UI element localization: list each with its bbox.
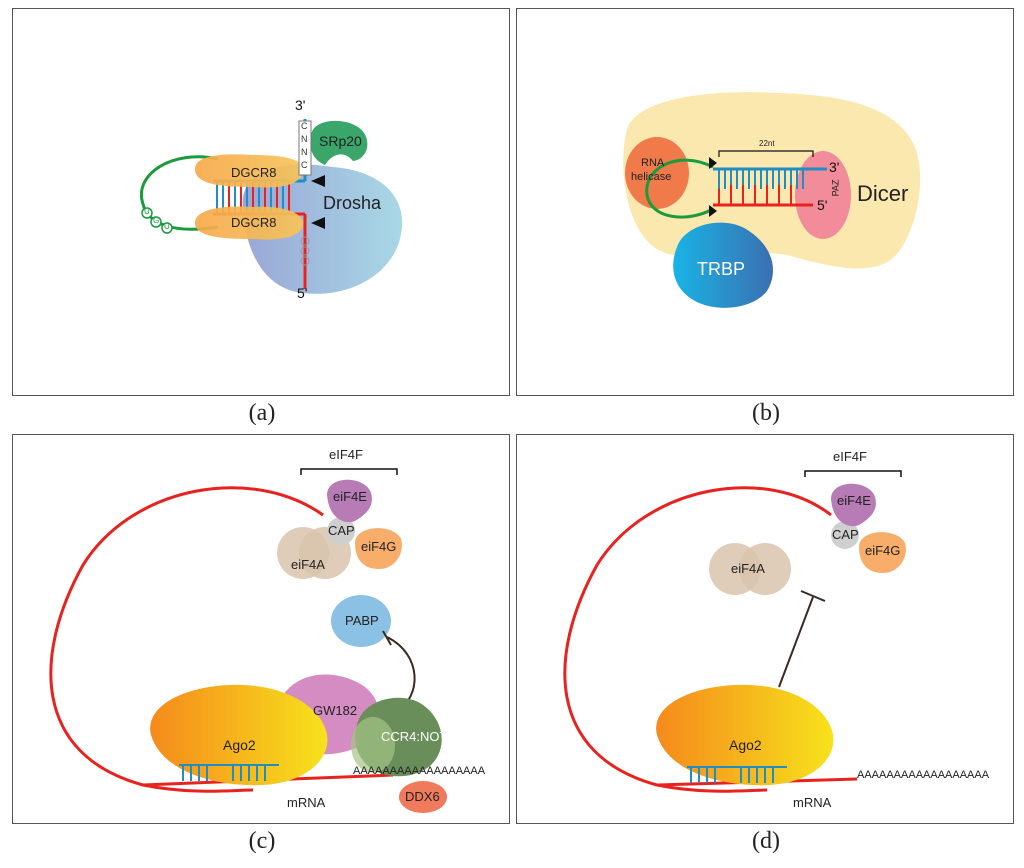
mrna-label: mRNA [793,795,832,810]
pabp-shape [331,595,391,647]
loop-base-u2-label: U [164,222,170,231]
gw182-label: GW182 [313,703,358,718]
panel-c-diagram [49,468,447,813]
eif4f-bracket [804,470,902,477]
panel-a: 3' 5' C N N C SRp20 DGCR8 DGCR8 Drosha U… [12,8,510,396]
rna-helicase-label-2: helicase [631,171,672,183]
ago2-rungs [182,765,266,781]
eif4g-label: eiF4G [361,539,397,554]
ago2-label: Ago2 [729,737,762,753]
cap-label: CAP [832,527,859,542]
ago2-rungs [690,767,774,783]
mrna-label: mRNA [287,795,326,810]
eif4a-label: eiF4A [731,561,765,576]
loop-base-u2 [161,222,173,234]
polya-label: AAAAAAAAAAAAAAAAAA [857,769,990,781]
cleavage-arrow-top [311,175,325,187]
panel-b-diagram [623,92,921,308]
inhibition-line [778,596,814,688]
cleavage-arrow-bottom [709,205,717,217]
eif4f-label: eIF4F [329,447,363,462]
cnnc-letter-2: N [301,134,308,144]
cap-label: CAP [328,523,355,538]
eif4a-shape-2 [739,543,791,595]
eif4e-label: eiF4E [837,493,871,508]
rungs [718,169,804,205]
eif4e-shape [327,479,372,523]
ddx6-shape [399,781,447,813]
loop-base-u1-label: U [144,207,150,216]
eif4f-label: eIF4F [833,449,867,464]
paz-shape [795,151,851,239]
loop-base-g-label: G [153,216,160,225]
eif4e-label: eiF4E [333,489,367,504]
trbp-label: TRBP [697,259,746,279]
trbp-shape [673,222,773,308]
cnnc-letter-4: C [301,160,308,170]
three-prime-label: 3' [829,159,840,175]
cnnc-letter-1: C [301,121,308,131]
panel-a-diagram [140,119,403,294]
loop-base-g [150,216,162,228]
eif4e-shape [831,483,876,527]
loop-base-u1 [141,207,153,219]
paz-label: PAZ [830,179,841,197]
eif4g-shape [355,528,402,569]
five-prime-label: 5' [817,197,828,213]
panel-d-label: (d) [752,828,780,854]
panel-d-diagram [563,470,906,793]
eif4g-label: eiF4G [865,543,901,558]
mrna-loop [49,486,324,793]
cnnc-letter-3: N [301,147,308,157]
ago2-shape [150,684,328,786]
srp20-label: SRp20 [319,133,362,149]
ccr4not-label: CCR4:NOT [381,729,448,744]
pabp-label: PABP [345,613,379,628]
panel-c-label: (c) [248,828,276,854]
dgcr8-bottom-shape [195,206,304,240]
drosha-label: Drosha [323,193,382,213]
rna-helicase-label-1: RNA [641,157,665,169]
five-prime-label: 5' [297,285,308,301]
dicer-label: Dicer [857,181,909,206]
loop-arc [140,155,219,231]
ago2-label: Ago2 [223,737,256,753]
polya-label: AAAAAAAAAAAAAAAAAA [353,765,486,777]
dicer-shape [623,92,921,269]
panel-a-label: (a) [248,400,276,426]
ago2-shape [656,684,834,786]
cap-shape [327,517,355,545]
eif4f-bracket [300,468,398,475]
cnnc-box [298,120,312,176]
cap-shape [831,521,859,549]
ddx6-label: DDX6 [405,789,440,804]
panel-b-label: (b) [752,400,780,426]
eif4g-shape [859,532,906,573]
panel-d: eIF4F eiF4E CAP eiF4G eiF4A Ago2 AAAAAAA… [516,434,1014,824]
cleavage-arrow-top [709,157,717,169]
mrna-loop [563,486,832,793]
eif4a-label: eiF4A [291,557,325,572]
length-label: 22nt [759,139,775,148]
srp20-shape [310,120,368,165]
panel-b: RNA helicase 22nt 3' 5' PAZ Dicer TRBP [516,8,1014,396]
dgcr8-top-label: DGCR8 [231,165,277,180]
three-prime-label: 3' [295,97,306,113]
dgcr8-bottom-label: DGCR8 [231,215,277,230]
dgcr8-top-shape [195,154,304,188]
length-bracket [718,150,814,157]
loop-arc [645,158,714,219]
cleavage-arrow-bottom [311,217,325,229]
rna-helicase-shape [625,137,689,209]
panel-c: eIF4F eiF4E CAP eiF4G eiF4A PABP GW182 C… [12,434,510,824]
